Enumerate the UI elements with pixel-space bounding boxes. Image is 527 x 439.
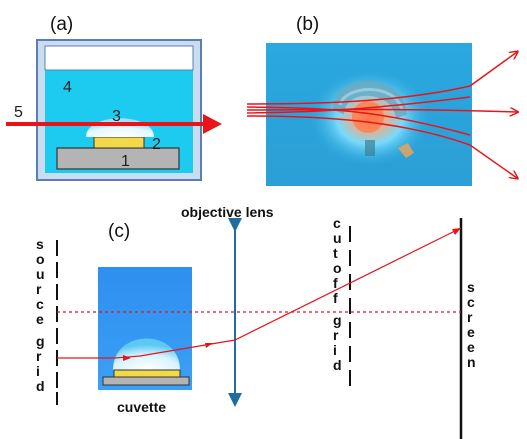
cuvette-substrate <box>102 376 190 386</box>
air-gap <box>44 45 194 71</box>
bubble-shell <box>333 80 407 118</box>
hot-spot <box>352 101 384 133</box>
ray-up <box>246 52 517 105</box>
ray-arrow-3 <box>452 228 461 235</box>
ray-down <box>246 115 517 178</box>
traced-ray <box>57 227 462 359</box>
label-liquid-4: 4 <box>63 79 72 96</box>
panel-a: (a) 5 4 3 2 1 <box>6 14 222 181</box>
label-heater-2: 2 <box>152 136 161 153</box>
label-substrate-1: 1 <box>121 153 130 170</box>
ray-straight <box>246 110 517 113</box>
panel-b-label: (b) <box>296 14 319 35</box>
heater <box>93 136 145 149</box>
bubble-highlight <box>338 88 404 111</box>
label-drop-3: 3 <box>112 108 121 125</box>
reflection-spot <box>398 143 414 158</box>
cuvette-drop <box>113 338 180 370</box>
ray-arrow-1 <box>123 355 131 361</box>
ray-inner-2 <box>246 96 471 114</box>
stem-shadow <box>365 140 375 156</box>
panel-b: (b) <box>246 14 517 186</box>
ray-arrow-2 <box>205 343 213 348</box>
deflected-rays <box>246 52 517 178</box>
cuvette-heater <box>113 369 181 378</box>
objective-lens-label: objective lens <box>181 204 274 220</box>
panel-c-label: (c) <box>108 221 130 242</box>
label-beam-5: 5 <box>14 104 23 121</box>
cuvette-label: cuvette <box>117 399 166 415</box>
panel-a-label: (a) <box>50 14 73 35</box>
ray-inner-1 <box>246 106 471 136</box>
beam-arrowhead <box>203 114 222 134</box>
